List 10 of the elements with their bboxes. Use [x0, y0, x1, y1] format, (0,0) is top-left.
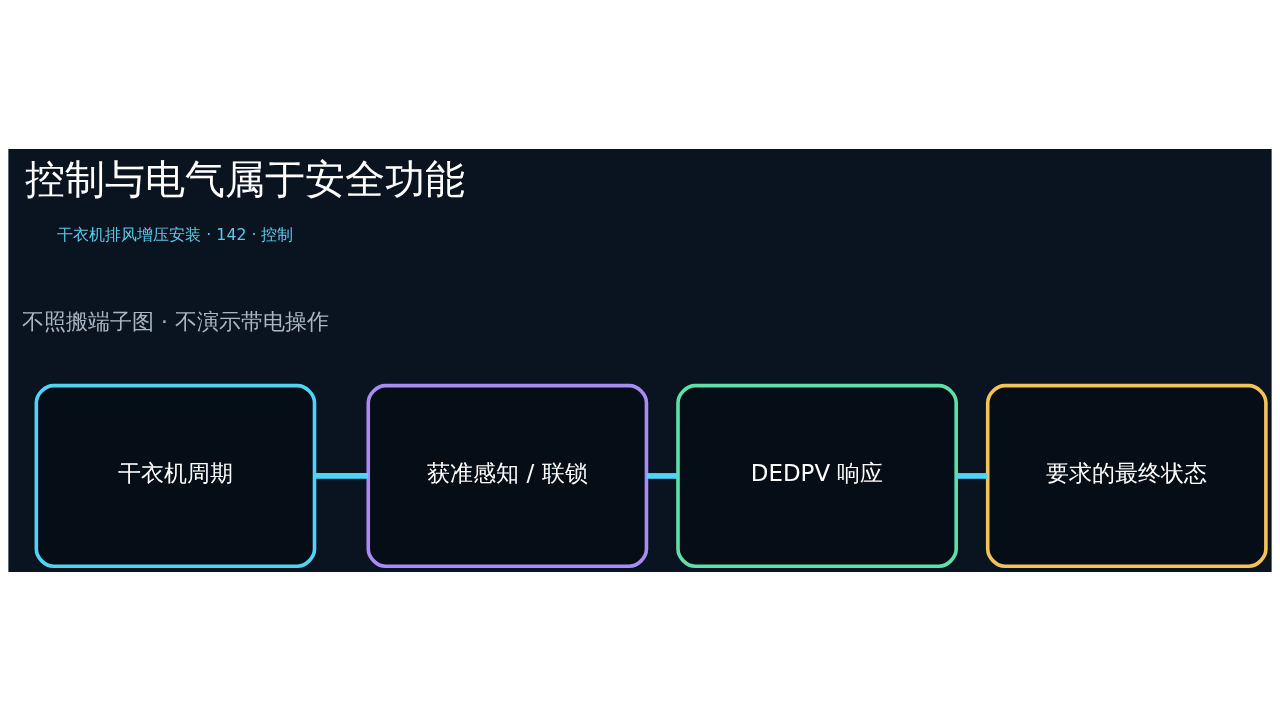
- connector: [956, 472, 988, 479]
- connector: [646, 472, 678, 479]
- node-box: 要求的最终状态: [985, 383, 1268, 568]
- label: 干衣机排风增压安装 · 142 · 控制: [57, 224, 294, 244]
- node-box: DEDPV 响应: [676, 383, 958, 568]
- diagram-title: 控制与电气属于安全功能: [24, 155, 465, 202]
- node-box: 获准感知 / 联锁: [366, 383, 649, 568]
- label: 不照搬端子图 · 不演示带电操作: [22, 308, 329, 334]
- node-box: 干衣机周期: [34, 383, 317, 568]
- connector: [315, 472, 369, 479]
